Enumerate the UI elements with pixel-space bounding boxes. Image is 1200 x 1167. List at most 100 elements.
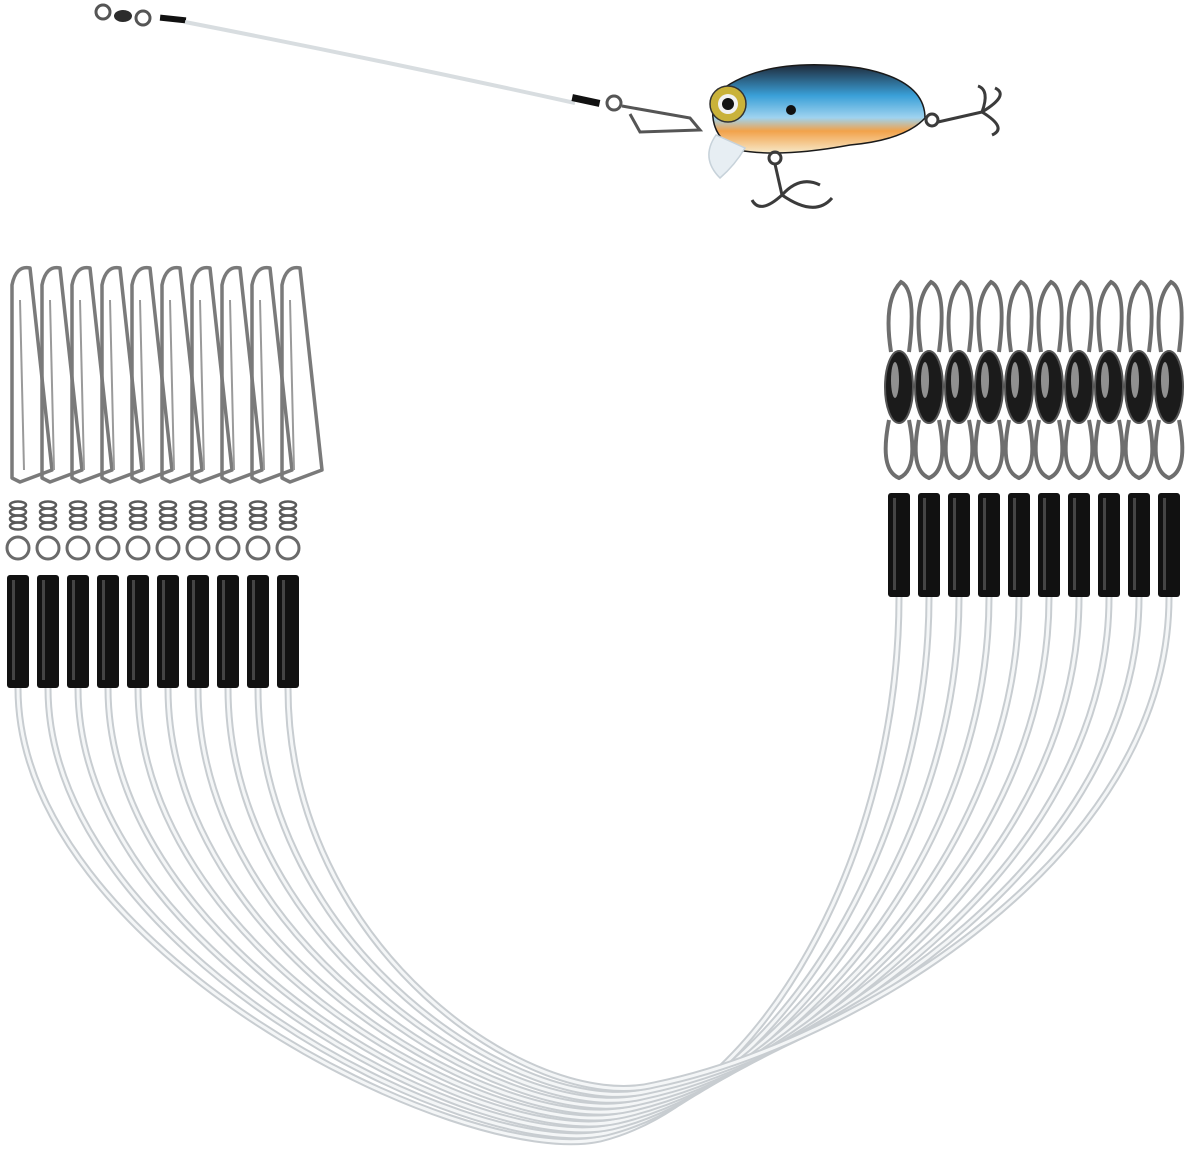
leader-wire	[284, 593, 1173, 1092]
left-snap-assembly	[5, 265, 54, 688]
crimp-sleeve	[1068, 493, 1090, 597]
belly-treble-hook-icon	[750, 150, 834, 209]
left-snap-assembly	[95, 265, 144, 688]
swivel-barrel-shine	[921, 362, 929, 398]
crimp-sleeve	[67, 575, 89, 688]
snap-clip-wire	[199, 299, 205, 471]
right-swivel-assembly	[883, 279, 915, 597]
swivel-barrel-icon	[1004, 350, 1034, 424]
top-rig	[94, 3, 1002, 209]
snap-clip-icon	[160, 265, 204, 484]
swivel-coil	[68, 521, 88, 531]
swivel-barrel-shine	[1041, 362, 1049, 398]
crimp-sleeve	[97, 575, 119, 688]
swivel-bottom-loop-icon	[973, 419, 1005, 481]
leader-wire	[104, 593, 993, 1128]
crimp-sleeve	[1128, 493, 1150, 597]
swivel-bottom-loop-icon	[913, 419, 945, 481]
swivel-top-loop-icon	[1006, 279, 1034, 353]
crimp-sleeve-shine	[12, 580, 15, 680]
swivel-bottom-loop-icon	[1093, 419, 1125, 481]
right-swivel-assembly	[1033, 279, 1065, 597]
swivel-ring-icon	[185, 535, 211, 561]
left-snap-assembly	[155, 265, 204, 688]
crimp-sleeve	[918, 493, 940, 597]
right-swivel-assembly	[973, 279, 1005, 597]
swivel-bottom-loop-icon	[1063, 419, 1095, 481]
swivel-coil	[158, 521, 178, 531]
leader-wire-highlight	[196, 595, 1081, 1108]
crimp-sleeve-shine	[1103, 498, 1106, 590]
crimp-sleeve-shine	[923, 498, 926, 590]
leader-wire-highlight	[136, 595, 1021, 1120]
swivel-barrel-shine	[951, 362, 959, 398]
right-swivel-assembly	[1093, 279, 1125, 597]
swivel-top-loop-icon	[1066, 279, 1094, 353]
swivel-barrel-icon	[944, 350, 974, 424]
swivel-bottom-loop-icon	[1153, 419, 1185, 481]
swivel-barrel-shine	[981, 362, 989, 398]
crimp-sleeve-shine	[1073, 498, 1076, 590]
snap-clip-wire	[259, 299, 265, 471]
swivel-coil	[98, 521, 118, 531]
snap-clip-icon	[10, 265, 54, 484]
crankbait-lure-icon	[708, 64, 1002, 209]
swivel-top-loop-icon	[1126, 279, 1154, 353]
swivel-coil	[248, 521, 268, 531]
crimp-sleeve-shine	[282, 580, 285, 680]
swivel-top-loop-icon	[1156, 279, 1184, 353]
leader-wire-highlight	[76, 595, 961, 1132]
crimp-sleeve	[217, 575, 239, 688]
snap-clip-wire	[169, 299, 175, 471]
crimp-sleeve	[277, 575, 299, 688]
left-snap-assembly	[185, 265, 234, 688]
swivel-ring-icon	[65, 535, 91, 561]
top-leader-line	[184, 20, 576, 105]
top-snap-icon	[605, 94, 704, 134]
crimp-sleeve	[1158, 493, 1180, 597]
leader-wires	[14, 593, 1173, 1146]
left-snap-assembly	[65, 265, 114, 688]
crimp-sleeve	[187, 575, 209, 688]
swivel-barrel-icon	[914, 350, 944, 424]
leader-set	[5, 265, 1185, 1146]
snap-clip-wire	[49, 299, 55, 471]
left-snap-assembly	[125, 265, 174, 688]
swivel-top-loop-icon	[976, 279, 1004, 353]
crimp-sleeve-shine	[102, 580, 105, 680]
swivel-barrel-shine	[891, 362, 899, 398]
crimp-sleeve-shine	[1163, 498, 1166, 590]
swivel-barrel-icon	[1154, 350, 1184, 424]
snap-clip-icon	[130, 265, 174, 484]
swivel-barrel-icon	[974, 350, 1004, 424]
crimp-sleeve-shine	[132, 580, 135, 680]
swivel-ring-icon	[155, 535, 181, 561]
crimp-sleeve	[247, 575, 269, 688]
swivel-ring-icon	[35, 535, 61, 561]
crimp-sleeve-shine	[162, 580, 165, 680]
swivel-coil	[38, 521, 58, 531]
crimp-sleeve	[7, 575, 29, 688]
leader-wire-highlight	[286, 595, 1171, 1090]
crimp-sleeve-shine	[983, 498, 986, 590]
snap-clip-icon	[190, 265, 234, 484]
swivel-ring-icon	[95, 535, 121, 561]
swivel-bottom-loop-icon	[943, 419, 975, 481]
crimp-sleeve-shine	[72, 580, 75, 680]
swivel-coil	[188, 521, 208, 531]
swivel-bottom-loop-icon	[883, 419, 915, 481]
swivel-barrel-icon	[1034, 350, 1064, 424]
crimp-sleeve-shine	[1013, 498, 1016, 590]
swivel-ring-icon	[275, 535, 301, 561]
swivel-top-loop-icon	[886, 279, 914, 353]
leader-wire-highlight	[226, 595, 1111, 1102]
swivel-barrel-shine	[1071, 362, 1079, 398]
left-snap-assembly	[35, 265, 84, 688]
crimp-sleeve	[1008, 493, 1030, 597]
leader-wire-highlight	[166, 595, 1051, 1114]
swivel-top-loop-icon	[946, 279, 974, 353]
snap-clip-wire	[289, 299, 295, 471]
snap-clip-wire	[109, 299, 115, 471]
crimp-sleeve-shine	[222, 580, 225, 680]
